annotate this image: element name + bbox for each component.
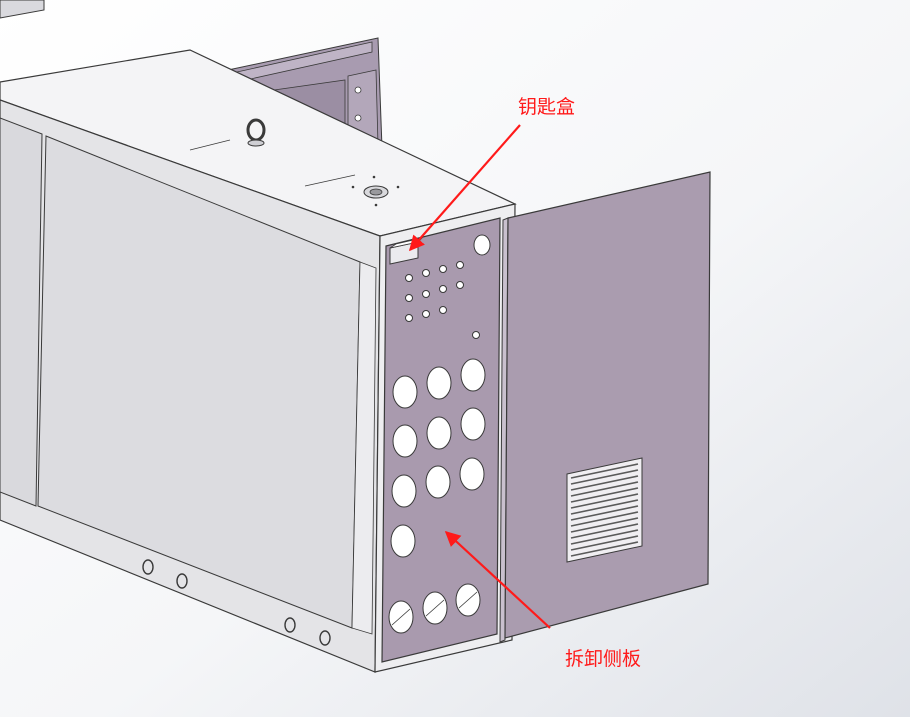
key-box-arrow xyxy=(408,124,521,252)
lifting-eye-icon xyxy=(246,118,266,147)
vent-louver-icon xyxy=(566,457,643,563)
removable-side-panel-label: 拆卸侧板 xyxy=(565,648,642,670)
knockout-hatching xyxy=(391,591,478,626)
side-panel-arrow xyxy=(444,530,551,629)
top-cable-hole xyxy=(351,175,400,207)
front-door-panels xyxy=(0,117,377,635)
opened-side-door xyxy=(499,171,711,643)
end-panel-holes xyxy=(388,234,491,634)
front-bottom-holes xyxy=(142,559,331,646)
rear-frame-top xyxy=(0,0,45,19)
key-box-label: 钥匙盒 xyxy=(518,96,576,118)
